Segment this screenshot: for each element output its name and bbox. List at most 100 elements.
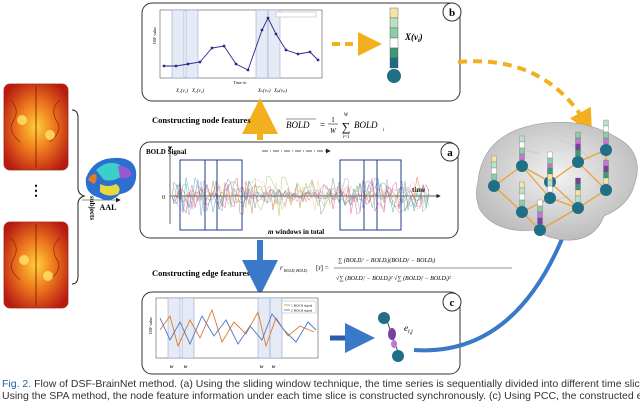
dsf-point: [210, 46, 214, 50]
panel-b-legend: [275, 11, 317, 18]
node-feature-stalk: [547, 167, 553, 175]
node-feature-stalk: [575, 183, 581, 191]
bold-signal-2-line: [159, 313, 317, 346]
node-feature-stalk: [537, 199, 543, 207]
edge-feature-icon: [378, 312, 404, 362]
step-edge-label: Constructing edge features: [152, 268, 250, 278]
dsf-point: [266, 16, 270, 20]
glass-brain-graph-icon: [476, 119, 638, 241]
panel-b-letter: b: [449, 7, 455, 19]
window-m: [363, 159, 402, 231]
graph-node: [572, 156, 584, 168]
node-feature-stalk: [575, 137, 581, 145]
node-feature-stalk: [575, 149, 581, 157]
node-to-graph-arrow: [457, 59, 592, 134]
svg-text:∑: ∑: [342, 120, 351, 134]
dsf-point: [186, 62, 190, 66]
node-feature-stalk: [547, 157, 553, 165]
node-feature-stalk: [519, 193, 525, 201]
node-feature-stalk: [491, 155, 497, 163]
dsf-point: [308, 50, 312, 54]
dsf-point: [260, 28, 264, 32]
graph-node: [516, 206, 528, 218]
edge-label: ei,j: [404, 323, 413, 335]
svg-text:BOLD: BOLD: [286, 120, 310, 130]
node-feature-stalk: [537, 217, 543, 225]
windows-total-label: m windows in total: [268, 228, 324, 236]
dsf-point: [162, 64, 166, 68]
svg-text:i: i: [383, 128, 385, 133]
subject-brain-bottom: [3, 221, 69, 309]
node-feature-stalk: [537, 211, 543, 219]
dsf-point: [274, 32, 278, 36]
w-label-2: w: [184, 365, 188, 370]
node-feature-stalk: [603, 171, 609, 179]
legend-signal-1: 1 BOLD signal: [291, 304, 312, 308]
panel-b-tick-p: Xₚ(vₚ): [273, 89, 287, 94]
dsf-point: [246, 68, 250, 72]
panel-c-letter: c: [450, 297, 455, 309]
node-feature-stalk: [519, 147, 525, 155]
window-1: [179, 159, 218, 231]
panel-a: BOLD Signal 0 time m windows in total a: [139, 141, 460, 239]
caption-fig-number: Fig. 2.: [2, 378, 32, 390]
step-node-label: Constructing node features: [152, 115, 251, 125]
subjects-ellipsis: ⋮: [29, 184, 43, 199]
dsf-point: [296, 52, 300, 56]
legend-signal-2: 2 BOLD signal: [291, 309, 312, 313]
panel-c-ylabel: DSF value: [148, 317, 153, 334]
svg-text:[r] =: [r] =: [316, 264, 329, 272]
subject-brain-top: [3, 83, 69, 171]
node-feature-stalk: [547, 179, 553, 187]
aal-label: AAL: [100, 203, 117, 212]
node-feature-stalk: [575, 189, 581, 197]
panel-b-xlabel: Time tic: [233, 80, 247, 85]
node-feature-stalk: [603, 137, 609, 145]
bold-trace: [171, 177, 430, 215]
window-2: [204, 159, 243, 231]
node-feature-stalk: [603, 159, 609, 167]
node-feature-stalk: [537, 205, 543, 213]
figure-caption: Fig. 2. Flow of DSF-BrainNet method. (a)…: [2, 378, 640, 402]
bold-signal-label: BOLD Signal: [146, 148, 186, 156]
bold-mean-formula: BOLD = 1 W W ∑ i=1 BOLD i: [286, 113, 385, 140]
svg-text:r: r: [280, 264, 283, 272]
graph-node: [600, 184, 612, 196]
panel-b-tick-n: Xₙ(vₙ): [257, 89, 271, 94]
node-feature-stalk: [491, 161, 497, 169]
svg-text:=: =: [320, 120, 325, 130]
graph-node: [534, 224, 546, 236]
aal-atlas-icon: [85, 157, 137, 201]
svg-text:W: W: [330, 127, 337, 135]
pcc-formula: r BOLDᵢ BOLDⱼ [r] = ∑ (BOLDᵢʳ − BOLDᵢ)(B…: [280, 257, 512, 282]
node-feature-stalk: [519, 153, 525, 161]
graph-node: [600, 144, 612, 156]
dsf-point: [284, 48, 288, 52]
dsf-point: [174, 64, 178, 68]
graph-node: [516, 160, 528, 172]
window-m-1: [339, 159, 378, 231]
bold-trace: [171, 178, 430, 215]
graph-node: [488, 180, 500, 192]
node-feature-stalk: [519, 181, 525, 189]
dsf-point: [198, 60, 202, 64]
graph-node: [572, 202, 584, 214]
node-feature-stalk: [519, 199, 525, 207]
w-label-4: w: [272, 365, 276, 370]
svg-text:1: 1: [331, 116, 335, 124]
dsf-point: [316, 58, 320, 62]
node-feature-stalk: [603, 125, 609, 133]
node-feature-stalk: [575, 195, 581, 203]
node-feature-stalk: [547, 185, 553, 193]
node-feature-stalk: [547, 173, 553, 181]
node-feature-label: X(vi): [404, 32, 423, 44]
panel-b-tick-2: X₂(v₂): [191, 89, 204, 94]
svg-text:BOLD: BOLD: [354, 120, 378, 130]
node-feature-stalk: [575, 143, 581, 151]
svg-text:i=1: i=1: [343, 135, 350, 140]
node-feature-stalk: [603, 165, 609, 173]
subjects-brace: [71, 109, 86, 285]
node-feature-stalk: [491, 167, 497, 175]
svg-text:W: W: [344, 113, 349, 118]
